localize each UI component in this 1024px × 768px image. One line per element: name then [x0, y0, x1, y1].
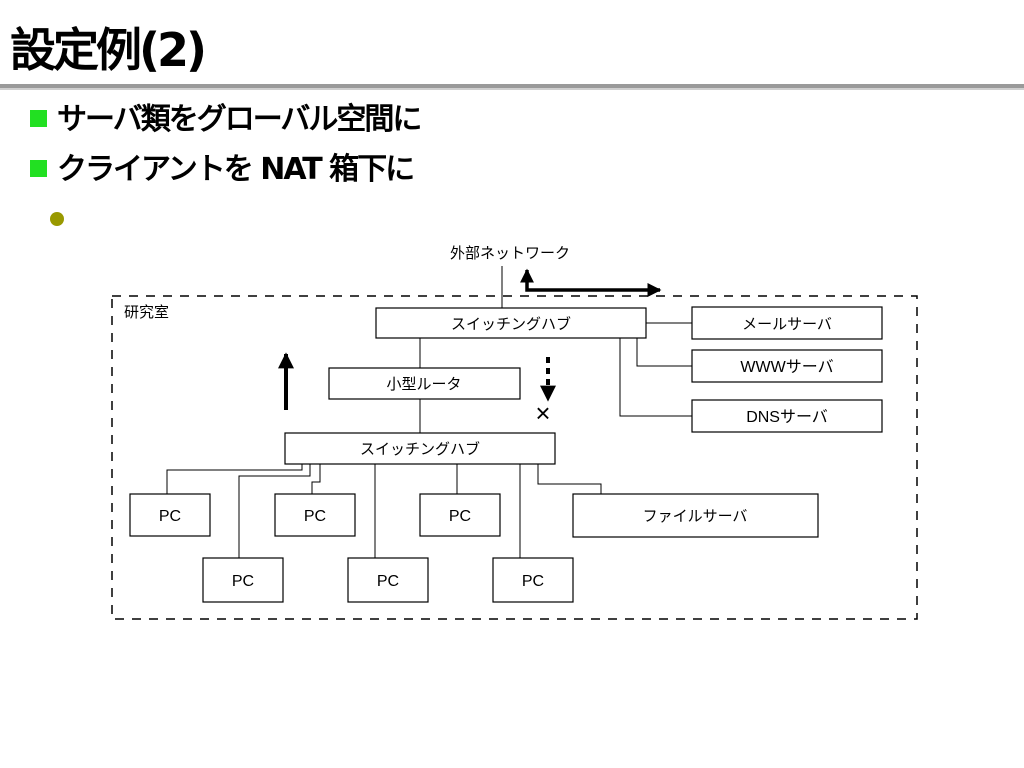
pc — [129, 493, 211, 537]
lab-label: 研究室 — [124, 303, 169, 321]
blocked-cross-mark: × — [535, 398, 550, 428]
pc-label: PC — [449, 508, 471, 525]
pc-label: PC — [377, 573, 399, 590]
pc-label: PC — [159, 508, 181, 525]
sub-bullet-dot-icon — [50, 212, 64, 226]
www-server-link — [636, 338, 692, 367]
slide-title: 設定例(2) — [10, 23, 207, 77]
lower-switching-hub — [284, 432, 556, 465]
bullet-item-servers-global: サーバ類をグローバル空間に — [30, 100, 422, 140]
lower-switching-hub-label: スイッチングハブ — [360, 440, 480, 458]
bullet-item-clients-nat: クライアントを NAT 箱下に — [30, 150, 415, 190]
www-server-label: WWWサーバ — [740, 359, 833, 376]
pc — [274, 493, 356, 537]
pc-label: PC — [232, 573, 254, 590]
title-rule — [0, 84, 1024, 88]
external-return-arrow-icon — [525, 278, 662, 297]
file-server-label: ファイルサーバ — [643, 507, 748, 525]
top-switching-hub — [375, 307, 647, 339]
small-router-label: 小型ルータ — [386, 375, 461, 393]
top-switching-hub-label: スイッチングハブ — [451, 315, 571, 333]
bullet-text: サーバ類をグローバル空間に — [57, 102, 422, 137]
green-square-bullet-icon — [30, 110, 47, 127]
small-router — [328, 367, 521, 400]
pc — [419, 493, 501, 537]
pc-label: PC — [304, 508, 326, 525]
pc — [492, 557, 574, 603]
www-server — [691, 349, 883, 383]
pc-link — [166, 464, 303, 494]
dns-server — [691, 399, 883, 433]
pc-label: PC — [522, 573, 544, 590]
green-square-bullet-icon — [30, 160, 47, 177]
pc-link — [311, 464, 321, 494]
mail-server-label: メールサーバ — [742, 315, 832, 333]
lab-boundary — [111, 295, 918, 620]
pc — [202, 557, 284, 603]
bullet-text: クライアントを NAT 箱下に — [57, 152, 415, 187]
pc — [347, 557, 429, 603]
file-server-link — [537, 464, 602, 494]
title-rule-shadow — [0, 88, 1024, 90]
external-network-label: 外部ネットワーク — [450, 244, 570, 262]
mail-server — [691, 306, 883, 340]
dns-server-label: DNSサーバ — [746, 409, 828, 426]
pc-link — [238, 464, 311, 558]
file-server — [572, 493, 819, 538]
dns-server-link — [619, 338, 692, 417]
